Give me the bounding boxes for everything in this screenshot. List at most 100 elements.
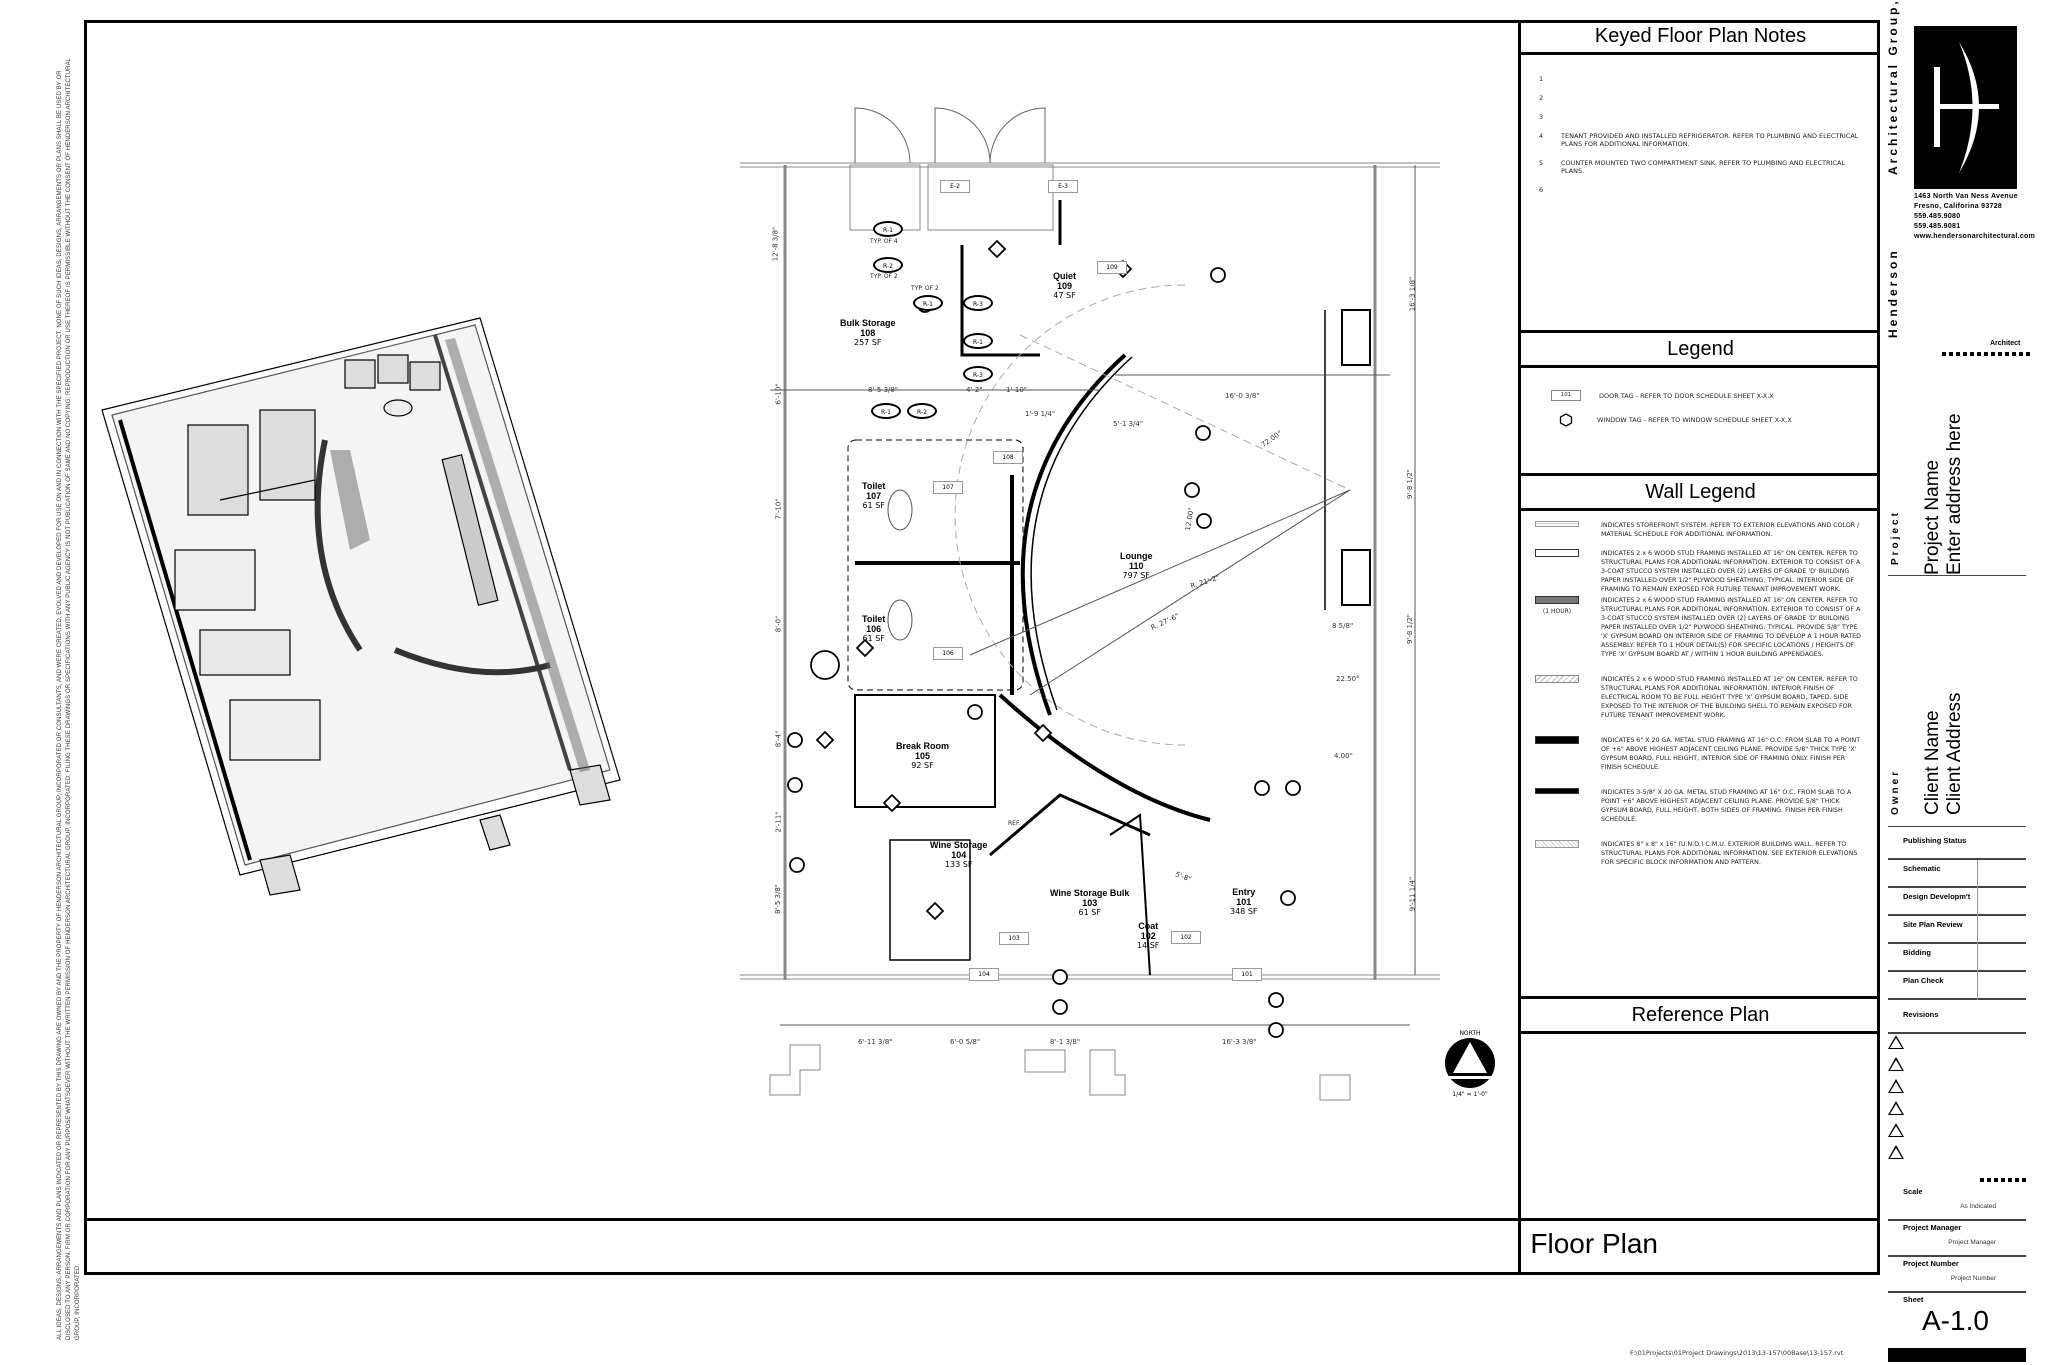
client-name: Client Name	[1922, 710, 1943, 815]
electrical-wall-swatch	[1535, 675, 1579, 683]
door-tag: 104	[969, 968, 999, 981]
door-tag: 103	[999, 932, 1029, 945]
north-label: NORTH	[1459, 1030, 1481, 1037]
revisions-header: Revisions	[1888, 1006, 2026, 1034]
wall-legend-item: (1 HOUR) INDICATES 2 x 6 WOOD STUD FRAMI…	[1535, 596, 1866, 659]
one-hour-wall-swatch	[1535, 596, 1579, 604]
client-address: Client Address	[1944, 692, 1965, 815]
firm-address: 1463 North Van Ness Avenue Fresno, Calif…	[1914, 193, 2036, 240]
dimension: 8'-1 3/8"	[1050, 1038, 1081, 1046]
keyed-note: 3	[1539, 113, 1544, 121]
disclaimer-text: ALL IDEAS, DESIGNS, ARRANGEMENTS AND PLA…	[57, 58, 81, 1340]
publishing-status-header: Publishing Status	[1888, 832, 2026, 860]
file-path: F:\01Projects\01Project Drawings\2013\13…	[1630, 1349, 1844, 1357]
fixture-tag-note: TYP. OF 2	[911, 285, 939, 292]
keyed-notes-title: Keyed Floor Plan Notes	[1521, 20, 1880, 55]
fixture-tag: R-1	[873, 221, 903, 237]
north-arrow: NORTH 1/4" = 1'-0"	[1440, 1030, 1500, 1098]
fixture-tag: R-3	[963, 295, 993, 311]
door-tag: 102	[1171, 931, 1201, 944]
fixture-tag: R-2	[873, 257, 903, 273]
cmu-wall-swatch	[1535, 840, 1579, 848]
dimension: 1'-9 1/4"	[1025, 410, 1056, 418]
dimension: 1'-10"	[1006, 386, 1028, 394]
dimension: 6'-10"	[774, 383, 783, 405]
metal-stud-358-swatch	[1535, 788, 1579, 794]
legend-item-window-tag: WINDOW TAG - REFER TO WINDOW SCHEDULE SH…	[1551, 413, 1880, 427]
dimension: 22.50°	[1336, 675, 1360, 683]
dimension: 12'-8 3/8"	[771, 226, 780, 262]
dimension: 9'-8 1/2"	[1406, 613, 1415, 645]
wood-stud-swatch	[1535, 549, 1579, 557]
sheet-number-bar	[1888, 1348, 2026, 1362]
dimension: 16'-3 3/8"	[1222, 1038, 1257, 1046]
fixture-tag: R-1	[913, 295, 943, 311]
isometric-3d-view	[101, 317, 621, 896]
dimension: 9'-8 1/2"	[1406, 468, 1415, 500]
sheet-title-band	[84, 1218, 1880, 1275]
fixture-tag: R-3	[963, 366, 993, 382]
dimension: 8'-5 3/8"	[774, 883, 783, 915]
legend-title: Legend	[1521, 333, 1880, 368]
wall-legend-item: INDICATES 3-5/8" X 20 GA. METAL STUD FRA…	[1535, 788, 1866, 824]
door-tag: 109	[1097, 261, 1127, 274]
door-tag: E-3	[1048, 180, 1078, 193]
legend-item-door-tag: 101 DOOR TAG - REFER TO DOOR SCHEDULE SH…	[1551, 390, 1880, 401]
door-tag: 107	[933, 481, 963, 494]
dimension: 6'-0 5/8"	[950, 1038, 981, 1046]
status-design-development: Design Developm't	[1888, 888, 2026, 916]
keyed-note: 2	[1539, 94, 1544, 102]
wall-legend-item: INDICATES 2 x 6 WOOD STUD FRAMING INSTAL…	[1535, 549, 1866, 594]
reference-plan-title: Reference Plan	[1521, 999, 1880, 1034]
dimension: 8'-5 3/8"	[868, 386, 899, 394]
dimension: 8'-0"	[774, 615, 783, 633]
wall-legend-title: Wall Legend	[1521, 476, 1880, 511]
door-tag: 101	[1232, 968, 1262, 981]
door-tag-symbol: 101	[1551, 390, 1581, 401]
firm-name-part1: Henderson	[1886, 248, 1900, 338]
fixture-tag-note: TYP. OF 2	[870, 273, 898, 280]
revision-triangle-icon	[1888, 1145, 1904, 1159]
owner-label: Owner	[1890, 768, 1901, 815]
status-schematic: Schematic	[1888, 860, 2026, 888]
dimension: 8'-4"	[774, 730, 783, 748]
fixture-tag-note: TYP. OF 4	[870, 238, 898, 245]
legend-list: 101 DOOR TAG - REFER TO DOOR SCHEDULE SH…	[1521, 368, 1880, 473]
keyed-note: 1	[1539, 75, 1544, 83]
wall-legend-item: INDICATES 8" x 8" x 16" (U.N.O.) C.M.U. …	[1535, 840, 1866, 867]
revision-triangle-icon	[1888, 1057, 1904, 1071]
dimension: 16'-0 3/8"	[1225, 392, 1260, 400]
dimension: 8 5/8"	[1332, 622, 1354, 630]
door-tag: E-2	[940, 180, 970, 193]
firm-logo	[1914, 26, 2017, 189]
project-number-row: Project Number Project Number	[1888, 1257, 2026, 1293]
wall-legend-item: INDICATES STOREFRONT SYSTEM. REFER TO EX…	[1535, 521, 1866, 539]
wall-legend-item: INDICATES 2 x 6 WOOD STUD FRAMING INSTAL…	[1535, 675, 1866, 720]
fixture-tag: R-1	[963, 333, 993, 349]
project-address: Enter address here	[1944, 413, 1965, 575]
sheet-number: A-1.0	[1922, 1305, 1989, 1336]
revision-triangle-icon	[1888, 1123, 1904, 1137]
door-tag: 106	[933, 647, 963, 660]
sheet-border	[84, 20, 1880, 1275]
project-manager-row: Project Manager Project Manager	[1888, 1221, 2026, 1257]
metal-stud-6-swatch	[1535, 736, 1579, 744]
scale-row: Scale As Indicated	[1888, 1185, 2026, 1221]
logo-h-arc-icon	[1934, 42, 1999, 173]
fixture-tag: R-2	[907, 403, 937, 419]
keyed-note: 6	[1539, 186, 1544, 194]
drawing-scale: 1/4" = 1'-0"	[1452, 1091, 1488, 1098]
floor-plan-drawing	[740, 107, 1440, 1101]
revision-triangle-icon	[1888, 1035, 1904, 1049]
storefront-swatch	[1535, 521, 1579, 527]
dimension: 6'-11 3/8"	[858, 1038, 893, 1046]
project-label: Project	[1890, 510, 1901, 565]
north-arrow-icon	[1445, 1038, 1495, 1088]
